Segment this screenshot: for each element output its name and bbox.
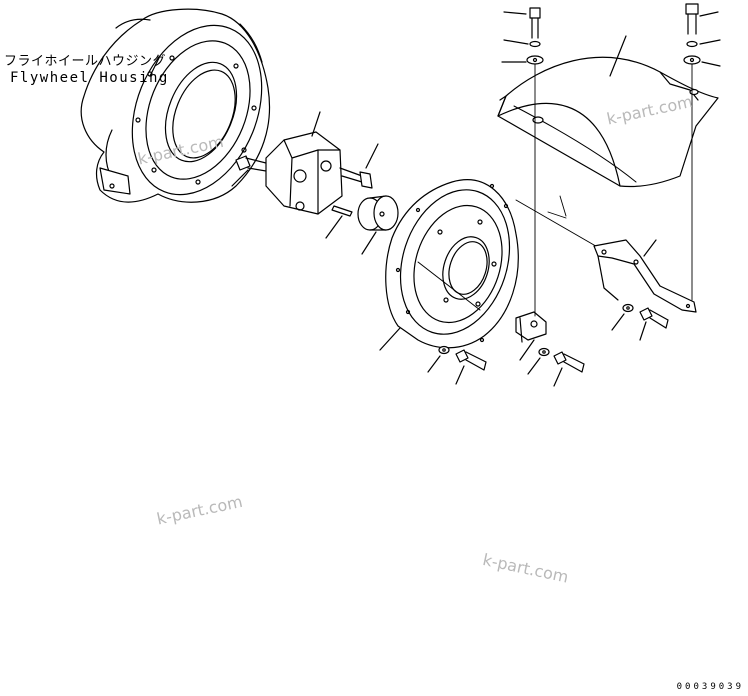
coupling (265, 111, 343, 215)
leader-lines (149, 55, 161, 77)
mounting-bracket (515, 311, 547, 361)
flywheel-housing-label-jp: フライホイールハウジング (4, 54, 167, 69)
right-washer-bolt (611, 303, 669, 341)
flywheel-housing (80, 8, 271, 203)
lower-washer-bolt-right (527, 347, 585, 387)
cover-plate (379, 179, 519, 351)
coupling-bolt (339, 143, 379, 189)
flywheel-housing-label-en: Flywheel Housing (10, 70, 169, 86)
spring-pin (325, 205, 353, 239)
support-bracket (593, 239, 697, 313)
guard-cover (497, 35, 719, 188)
top-bolt-right (683, 3, 721, 67)
figure-code: 00039039 (676, 682, 744, 692)
top-bolt-left (501, 7, 544, 65)
spacer-hub (357, 195, 399, 255)
lower-washer-bolt-left (427, 345, 487, 385)
